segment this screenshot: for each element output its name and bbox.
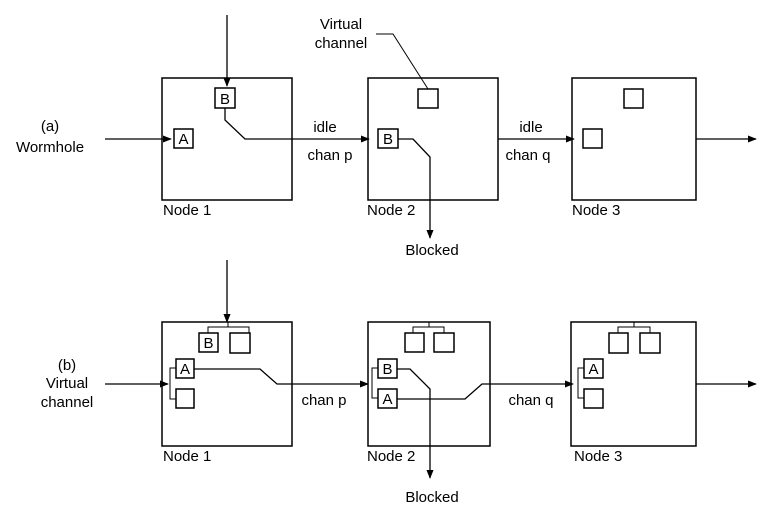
buffer-b-node1-b-label: B (203, 335, 213, 352)
node-2-b (367, 321, 491, 447)
link-p-label-b: chan p (301, 392, 346, 409)
buffer-b-node1-a-label: B (220, 91, 230, 108)
buffer-a-node1-a (173, 128, 194, 149)
node-3-a-label: Node 3 (572, 202, 620, 219)
worm-path-chan-p (224, 108, 370, 143)
link-q-top-label-a: idle (519, 119, 542, 136)
buffer-a-node3-b-label: A (588, 361, 598, 378)
buffer-left-node3-a (582, 128, 603, 149)
buffer-b-node2-b-label: B (382, 361, 392, 378)
link-p-bottom-label-a: chan p (307, 147, 352, 164)
node-2-a-label: Node 2 (367, 202, 415, 219)
buffer-top1-node3-b (608, 332, 629, 354)
part-a-name: Wormhole (16, 139, 84, 156)
link-q-label-b: chan q (508, 392, 553, 409)
blocked-arrow-b (397, 368, 434, 479)
part-a-label: (a) (41, 118, 59, 135)
node-1-a-label: Node 1 (163, 202, 211, 219)
part-b-name-line1: Virtual (46, 375, 88, 392)
buffer-top-node3-a (623, 88, 644, 109)
link-q-bottom-label-a: chan q (505, 147, 550, 164)
buffer-empty-node1-b (229, 332, 251, 354)
part-b-virtual-channel: (b) Virtual channel Node 1 Node 2 Node 3… (41, 260, 757, 506)
demux-left-node2-b (371, 367, 378, 399)
node-2-b-label: Node 2 (367, 448, 415, 465)
vc-callout-line1: Virtual (320, 16, 362, 33)
node-2-b-buffers: B A (371, 322, 455, 409)
buffer-top2-node2-b (433, 332, 455, 353)
node-1-b-label: Node 1 (163, 448, 211, 465)
buffer-top1-node2-b (404, 332, 425, 353)
buffer-a-node3-b (583, 358, 604, 379)
node-3-b-label: Node 3 (574, 448, 622, 465)
vc-path-chan-q (397, 380, 574, 400)
node-1-b (161, 321, 293, 447)
vc-path-chan-p (194, 368, 369, 388)
buffer-a-node2-b-label: A (382, 391, 392, 408)
part-b-label: (b) (58, 357, 76, 374)
part-b-name-line2: channel (41, 394, 94, 411)
link-p-top-label-a: idle (313, 119, 336, 136)
buffer-empty2-node1-b (175, 388, 195, 409)
vc-callout-leader (376, 33, 429, 90)
vc-callout-line2: channel (315, 35, 368, 52)
node-3-b-buffers: A (577, 322, 661, 409)
blocked-arrow-a (398, 138, 434, 239)
buffer-a-node1-a-label: A (178, 131, 188, 148)
node-3-b (570, 321, 697, 447)
part-a-wormhole: (a) Wormhole Node 1 Node 2 Node 3 A B B … (16, 15, 757, 259)
blocked-label-a: Blocked (405, 242, 458, 259)
buffer-a-node1-b-label: A (180, 361, 190, 378)
buffer-b-node1-b (198, 332, 219, 353)
buffer-empty-node3-b (583, 388, 604, 409)
node-1-b-buffers: B A (169, 322, 251, 409)
blocked-label-b: Blocked (405, 489, 458, 506)
buffer-top2-node3-b (639, 332, 661, 354)
demux-left-node1-b (169, 367, 176, 400)
vc-buffer-node2-a (417, 88, 439, 109)
buffer-b-node2-a-label: B (383, 131, 393, 148)
demux-left-node3-b (577, 367, 584, 399)
